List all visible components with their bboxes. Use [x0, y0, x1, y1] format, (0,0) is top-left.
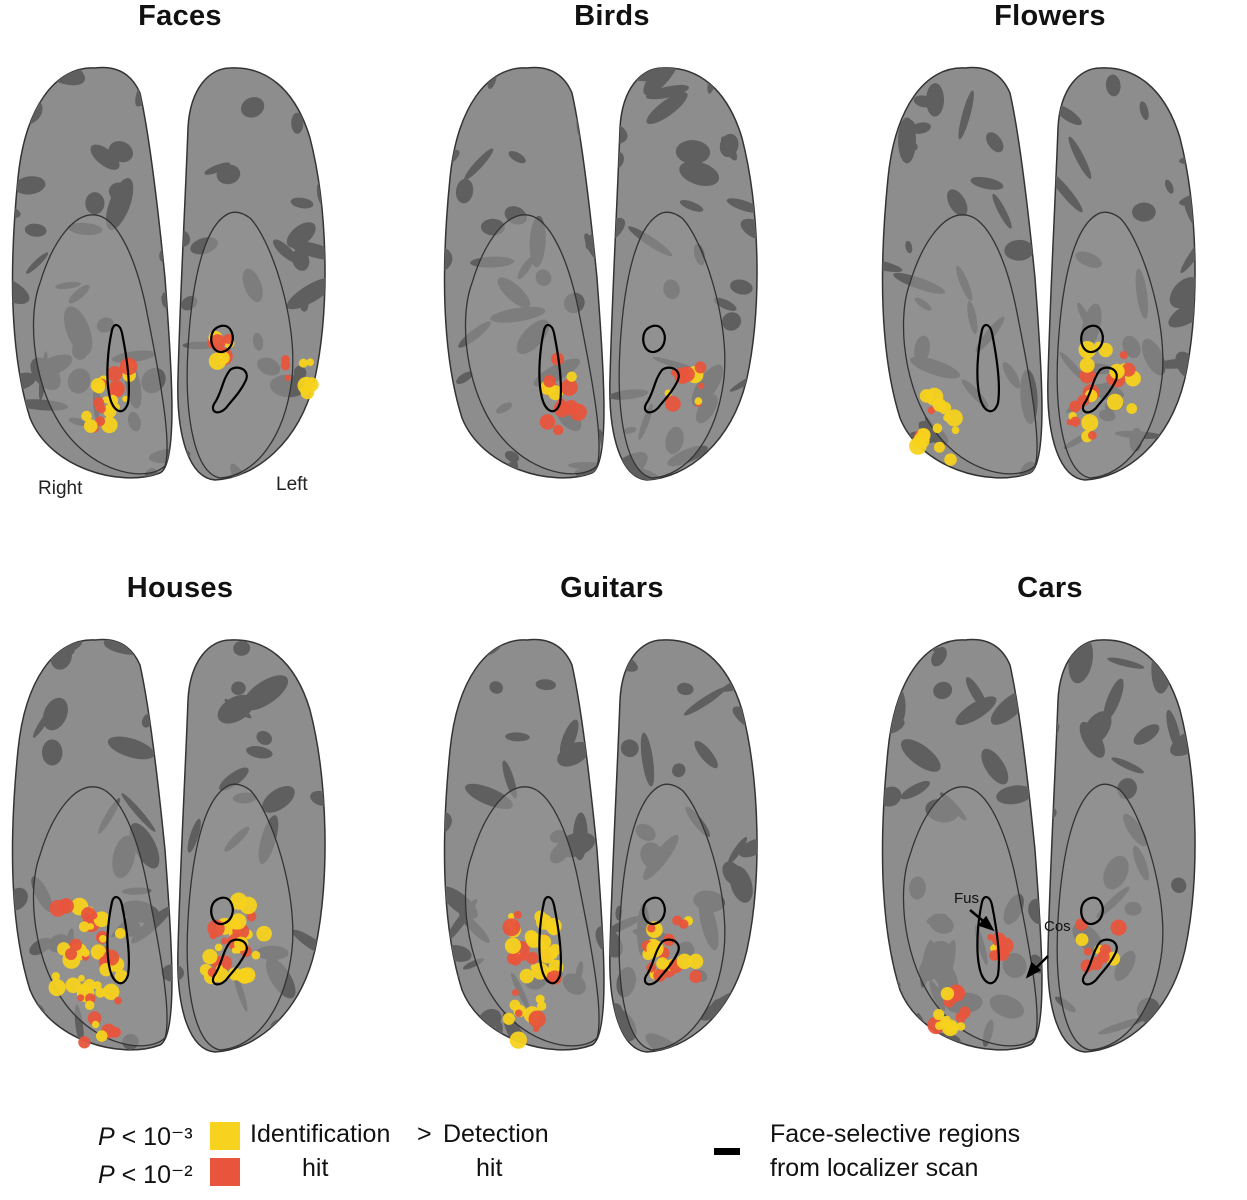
- activation-blobs: [927, 918, 1127, 1037]
- p-symbol: P: [98, 1123, 115, 1151]
- panel-title: Faces: [138, 0, 222, 32]
- legend-yellow-swatch: [210, 1122, 240, 1150]
- panel-guitars: Guitars: [432, 572, 792, 1092]
- face-selective-outlines: [106, 895, 248, 986]
- legend-red-swatch: [210, 1158, 240, 1186]
- brain-pair-image: [881, 66, 1196, 481]
- brain-pair-image: [881, 638, 1196, 1053]
- legend-detection-hit: hit: [476, 1154, 503, 1182]
- legend-identification-hit: hit: [302, 1154, 329, 1182]
- brain-pair-image: [11, 66, 326, 481]
- activation-blobs: [81, 330, 319, 434]
- right-temporal-lobe: [902, 786, 1038, 1047]
- legend-detection: Detection: [443, 1120, 549, 1148]
- p-threshold: < 10⁻³: [121, 1123, 193, 1151]
- collateral-sulcus-label: Cos: [1044, 918, 1071, 935]
- right-temporal-lobe: [464, 786, 600, 1047]
- legend: P < 10⁻³ P < 10⁻² Identification > Detec…: [0, 1110, 1247, 1200]
- p-threshold: < 10⁻²: [121, 1161, 193, 1189]
- legend-outline-swatch: [714, 1148, 740, 1155]
- panel-title: Cars: [1017, 572, 1083, 604]
- activation-blobs: [909, 340, 1141, 466]
- panel-title: Flowers: [994, 0, 1106, 32]
- panel-cars: Cars Fus Cos: [870, 572, 1230, 1092]
- activation-blobs: [502, 910, 704, 1049]
- p-symbol: P: [98, 1161, 115, 1189]
- fusiform-label: Fus: [954, 890, 980, 907]
- face-selective-outlines: [538, 895, 680, 986]
- anatomy-arrows: [969, 909, 1049, 979]
- panel-flowers: Flowers: [870, 0, 1230, 520]
- brain-pair-image: [443, 66, 758, 481]
- face-selective-outlines: [976, 895, 1118, 986]
- legend-gt: >: [417, 1120, 432, 1148]
- panel-title: Houses: [126, 572, 234, 604]
- panel-houses: Houses: [0, 572, 360, 1092]
- right-temporal-lobe: [32, 214, 168, 475]
- legend-identification: Identification: [250, 1120, 391, 1148]
- panel-title: Birds: [574, 0, 650, 32]
- panel-title: Guitars: [560, 572, 664, 604]
- hemisphere-label-right: Right: [38, 478, 83, 499]
- brain-pair-image: [443, 638, 758, 1053]
- brain-pair-image: [11, 638, 326, 1053]
- legend-p3-label: P < 10⁻³: [98, 1122, 193, 1152]
- legend-outline-line2: from localizer scan: [770, 1154, 979, 1182]
- legend-outline-line1: Face-selective regions: [770, 1120, 1021, 1148]
- hemisphere-label-left: Left: [276, 474, 308, 495]
- panel-faces: Faces Right Left: [0, 0, 360, 520]
- legend-p2-label: P < 10⁻²: [98, 1160, 193, 1190]
- activation-blobs: [539, 352, 707, 436]
- face-selective-outlines: [106, 323, 248, 414]
- face-selective-outlines: [538, 323, 680, 414]
- face-selective-outlines: [976, 323, 1118, 414]
- panel-birds: Birds: [432, 0, 792, 520]
